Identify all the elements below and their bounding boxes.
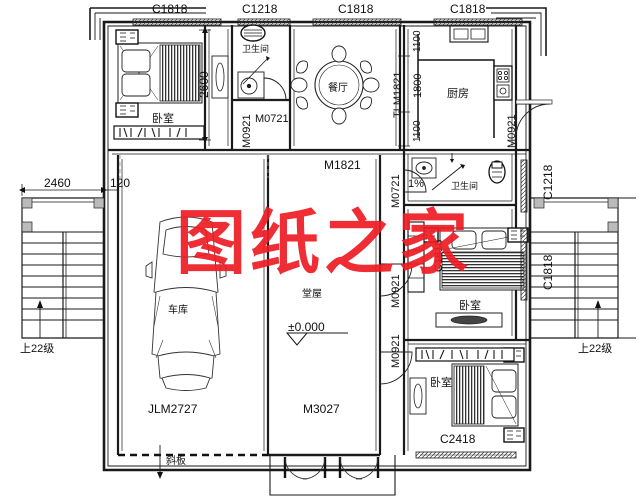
garage-block [116,155,270,479]
elevation-note: ±0.000 [288,320,325,334]
stair-note-left: 上22级 [20,343,55,355]
door-tag-m0921-c: M0921 [390,334,402,368]
fixtures-bathroom-top [211,24,287,101]
furniture-bedroom-top-left [113,29,205,140]
dimension-2460: 2460 [44,176,71,190]
dimension-1800: 1800 [412,73,424,98]
window-tag-right-3: C1818 [433,239,445,272]
room-label-bedroom-right-upper: 卧室 [459,300,481,312]
room-label-bedroom-top-left: 卧室 [152,113,174,125]
dimension-2600: 2600 [197,71,211,98]
dimension-120: 120 [110,176,131,190]
door-tag-m0921-b: M0921 [390,274,402,308]
furniture-bedroom-right-lower [409,347,525,443]
slope-note: 1% [408,178,424,190]
furniture-dining [290,45,380,125]
window-tag-right-1: C1218 [541,164,555,200]
dimension-lines [19,25,410,196]
window-tag-right-2: C1818 [541,254,555,290]
room-label-bathroom-mid: 卫生间 [451,181,479,191]
window-bottom-band [415,451,517,459]
window-right-bands [520,159,528,301]
car-symbol [145,216,227,391]
stair-note-right: 上22级 [578,343,613,355]
window-tag-top-3: C1818 [338,2,374,16]
furniture-bedroom-right-upper [407,221,529,328]
door-tag-m0921-a: M0921 [241,114,253,148]
door-tag-m0921-kitchen: M0921 [506,114,518,148]
room-label-dining-room: 餐厅 [328,83,348,94]
living-hall-block [268,155,382,457]
door-tag-m1821: M1821 [324,158,361,172]
window-tag-top-4: C1818 [450,2,486,16]
ramp-note: 斜板 [166,456,186,467]
window-tag-bottom: C2418 [440,432,476,446]
room-label-bedroom-right-lower: 卧室 [430,377,452,389]
right-bedrooms-block [379,205,530,455]
stairs-right [530,197,636,339]
dimension-1100-top: 1100 [412,30,423,52]
window-tag-top-2: C1218 [242,2,278,16]
stairs-left [21,197,105,339]
window-tag-top-1: C1818 [152,2,188,16]
door-tag-tlm1821: TLM1821 [392,71,404,118]
room-label-bathroom-top: 卫生间 [242,44,270,54]
door-tag-m0721-top: M0721 [255,113,289,125]
furniture-kitchen [417,25,553,139]
bathroom-mid-block [402,150,518,207]
misc-leaders [119,155,269,178]
window-openings-top [132,18,523,26]
entrance-porch [269,455,396,496]
door-tag-m0721-mid: M0721 [390,174,402,208]
room-label-living-hall: 堂屋 [302,289,322,300]
door-tag-garage: JLM2727 [148,402,198,416]
room-label-kitchen: 厨房 [447,88,469,100]
room-label-garage: 车库 [168,305,188,316]
door-tag-main: M3027 [303,402,340,416]
dimension-1100-bottom: 1100 [412,120,423,142]
